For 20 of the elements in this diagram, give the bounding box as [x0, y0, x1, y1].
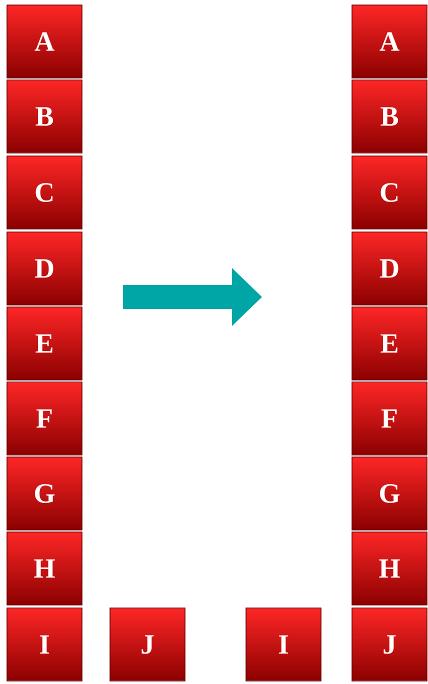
letter-box: D	[6, 232, 82, 306]
letter-box: J	[352, 608, 428, 682]
letter-box: D	[352, 232, 428, 306]
letter-box: I	[246, 608, 322, 682]
letter-box: H	[6, 532, 82, 606]
letter-box: B	[6, 80, 82, 154]
letter-box: J	[110, 608, 186, 682]
letter-box: G	[352, 456, 428, 530]
letter-box: F	[352, 382, 428, 456]
letter-box: E	[6, 306, 82, 380]
letter-box: E	[352, 306, 428, 380]
letter-box: A	[352, 4, 428, 78]
letter-box: A	[6, 4, 82, 78]
letter-box: C	[6, 156, 82, 230]
letter-box: F	[6, 382, 82, 456]
letter-box: I	[6, 608, 82, 682]
letter-box: C	[352, 156, 428, 230]
letter-box: H	[352, 532, 428, 606]
letter-box: B	[352, 80, 428, 154]
letter-box: G	[6, 456, 82, 530]
